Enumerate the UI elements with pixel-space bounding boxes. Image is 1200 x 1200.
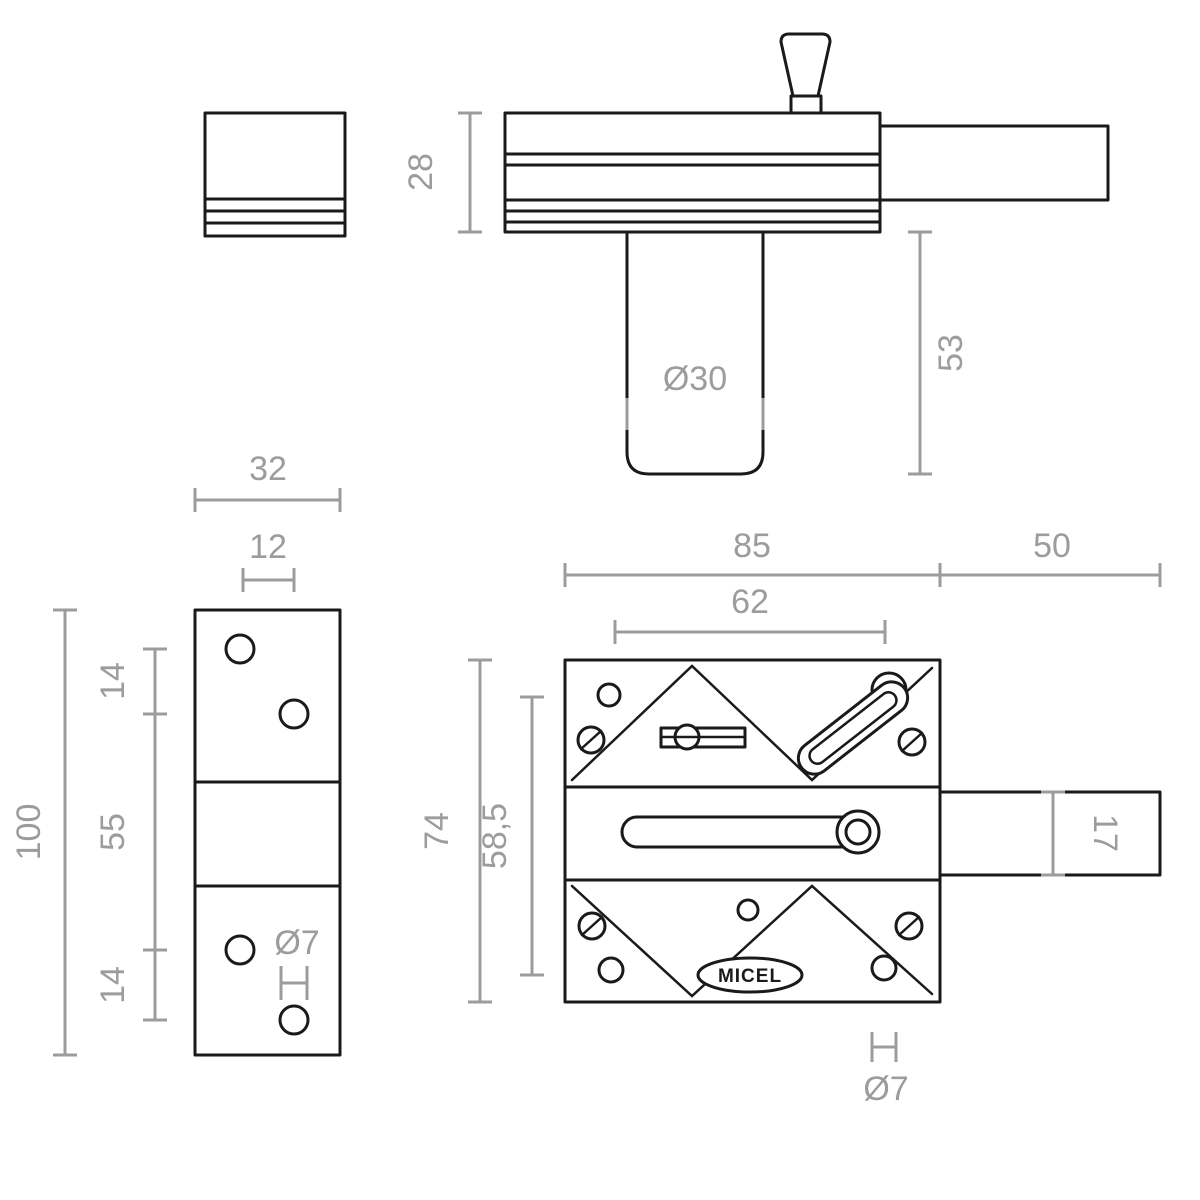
dim-plate-height: 100 (10, 804, 48, 861)
dim-bolt-length: 50 (1033, 527, 1071, 565)
brand-label: MICEL (718, 966, 782, 987)
screw-top-left (576, 725, 606, 755)
lock-front-view: MICEL (563, 658, 1162, 1004)
dim-cylinder-diameter: Ø30 (663, 360, 727, 398)
cylinder (625, 230, 765, 476)
screw-bottom-right (894, 911, 924, 941)
dim-side-height: 28 (402, 153, 440, 191)
dim-hole-bottom-offset: 14 (94, 966, 132, 1004)
screw-bottom-left (577, 911, 607, 941)
side-body (503, 111, 882, 234)
knob (779, 32, 832, 98)
strike-plate-view (193, 608, 342, 1057)
dim-plate-width: 32 (249, 450, 287, 488)
knob-stem (789, 94, 823, 115)
screw-top-right (897, 727, 927, 757)
hole-bottom-left (597, 956, 625, 984)
dim-plate-slot-width: 12 (249, 528, 287, 566)
lock-side-view (503, 32, 1110, 476)
dim-hole-top-offset: 14 (94, 662, 132, 700)
latch-catch (659, 723, 747, 751)
lever-handle (796, 680, 910, 776)
dim-bolt-height: 17 (1086, 814, 1124, 852)
bottom-bracing (570, 884, 934, 998)
dim-cylinder-length: 53 (932, 334, 970, 372)
bolt-knob-inner (844, 818, 872, 846)
plate-hole-2 (278, 698, 310, 730)
dim-body-height: 74 (418, 812, 456, 850)
dim-body-hole-diameter: Ø7 (863, 1070, 908, 1108)
keep-body (203, 111, 347, 238)
front-hole-top-left (596, 682, 622, 708)
plate-hole-3 (224, 934, 256, 966)
dim-plate-hole-diameter: Ø7 (274, 924, 319, 962)
dimension-annotations: 28 53 Ø30 32 12 100 14 55 14 (10, 111, 1162, 1108)
hole-bottom-right (870, 954, 898, 982)
dim-slot-center-offset: 58,5 (476, 803, 514, 869)
dim-slot-length: 62 (731, 583, 769, 621)
brand-badge (696, 956, 804, 994)
keep-end-view (203, 111, 347, 238)
front-bolt-rod (938, 790, 1162, 877)
plate-hole-1 (224, 633, 256, 665)
strike-plate (193, 608, 342, 1057)
bolt-slot (620, 815, 860, 849)
side-bolt-rod (878, 124, 1110, 202)
plate-hole-4 (278, 1004, 310, 1036)
dim-body-width: 85 (733, 527, 771, 565)
hole-bottom-center (736, 898, 760, 922)
dim-hole-spacing: 55 (94, 813, 132, 851)
